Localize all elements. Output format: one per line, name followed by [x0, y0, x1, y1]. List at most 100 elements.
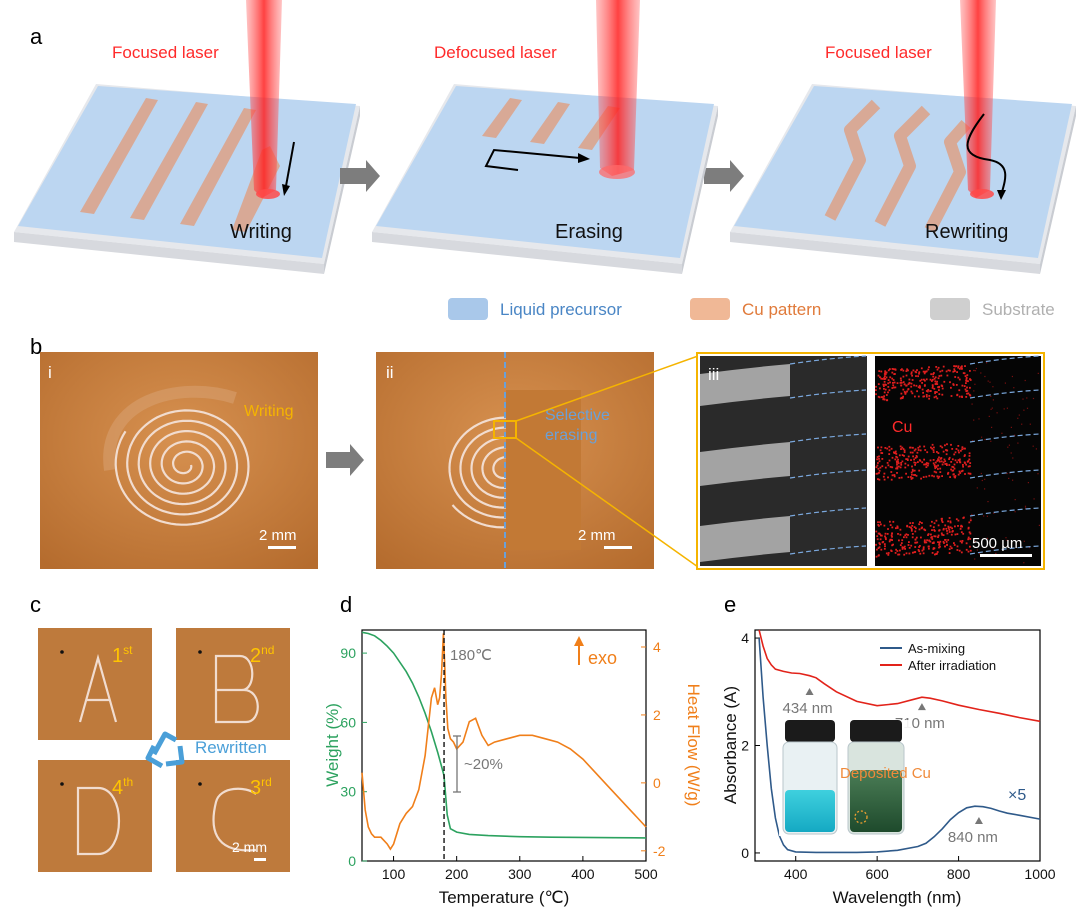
eds-noise — [1019, 415, 1020, 416]
eds-dot — [875, 386, 877, 388]
peak-marker — [806, 688, 814, 695]
y-tick-label: 60 — [340, 714, 356, 730]
eds-dot — [899, 454, 901, 456]
eds-dot — [921, 522, 923, 524]
eds-dot — [935, 376, 937, 378]
exo-label: exo — [588, 648, 617, 668]
scale-label: 2 mm — [259, 527, 297, 544]
eds-dot — [878, 525, 880, 527]
eds-noise — [971, 514, 972, 515]
eds-noise — [978, 418, 979, 419]
eds-dot — [951, 448, 953, 450]
eds-dot — [961, 448, 963, 450]
eds-noise — [986, 362, 987, 363]
legend-label: Cu pattern — [742, 300, 821, 319]
eds-dot — [875, 393, 877, 395]
eds-dot — [923, 476, 925, 478]
eds-dot — [941, 385, 943, 387]
eds-dot — [904, 467, 906, 469]
eds-noise — [1033, 398, 1034, 399]
eds-dot — [946, 371, 948, 373]
eds-dot — [918, 373, 920, 375]
eds-dot — [936, 383, 938, 385]
eds-dot — [923, 459, 925, 461]
eds-dot — [954, 370, 956, 372]
eds-dot — [954, 477, 956, 479]
eds-noise — [1012, 376, 1013, 377]
eds-dot — [965, 382, 967, 384]
eds-dot — [937, 468, 939, 470]
eds-dot — [886, 394, 888, 396]
x-tick-label: 400 — [571, 866, 595, 882]
eds-dot — [943, 461, 945, 463]
eds-dot — [937, 465, 939, 467]
marker-dot — [60, 782, 64, 786]
eds-noise — [1009, 445, 1010, 446]
eds-dot — [958, 389, 960, 391]
eds-dot — [883, 388, 885, 390]
eds-dot — [898, 540, 900, 542]
eds-noise — [1022, 399, 1023, 400]
eds-dot — [912, 522, 914, 524]
eds-dot — [935, 366, 937, 368]
eds-dot — [954, 544, 956, 546]
eds-dot — [958, 450, 960, 452]
eds-dot — [930, 447, 932, 449]
eds-dot — [957, 533, 959, 535]
arrow-icon — [704, 160, 744, 192]
eds-dot — [932, 376, 934, 378]
eds-dot — [887, 382, 889, 384]
eds-dot — [906, 370, 908, 372]
sub-label: i — [48, 363, 52, 382]
panel-label-d: d — [340, 592, 352, 617]
eds-dot — [962, 464, 964, 466]
eds-dot — [911, 530, 913, 532]
eds-dot — [938, 535, 940, 537]
eds-dot — [959, 379, 961, 381]
eds-noise — [977, 487, 978, 488]
eds-dot — [891, 448, 893, 450]
eds-dot — [885, 467, 887, 469]
eds-dot — [963, 517, 965, 519]
eds-dot — [950, 461, 952, 463]
eds-dot — [922, 392, 924, 394]
eds-dot — [891, 527, 893, 529]
eds-dot — [960, 528, 962, 530]
eds-dot — [879, 470, 881, 472]
eds-dot — [900, 534, 902, 536]
eds-dot — [923, 379, 925, 381]
eds-dot — [959, 396, 961, 398]
step-action: Rewriting — [925, 221, 1008, 243]
panel-a-step-2: Defocused laser Erasing — [372, 0, 718, 274]
sub-label: ii — [386, 363, 394, 382]
eds-dot — [952, 470, 954, 472]
eds-noise — [973, 420, 974, 421]
eds-dot — [967, 538, 969, 540]
eds-dot — [887, 528, 889, 530]
eds-dot — [941, 475, 943, 477]
eds-dot — [905, 463, 907, 465]
eds-dot — [878, 383, 880, 385]
eds-dot — [898, 462, 900, 464]
eds-dot — [928, 546, 930, 548]
eds-noise — [1037, 473, 1038, 474]
eds-dot — [897, 554, 899, 556]
legend-label: Liquid precursor — [500, 300, 622, 319]
eds-dot — [930, 460, 932, 462]
eds-dot — [914, 546, 916, 548]
eds-dot — [916, 369, 918, 371]
eds-dot — [953, 542, 955, 544]
eds-dot — [936, 451, 938, 453]
eds-dot — [900, 382, 902, 384]
eds-dot — [905, 473, 907, 475]
eds-dot — [885, 373, 887, 375]
eds-dot — [928, 533, 930, 535]
eds-dot — [920, 478, 922, 480]
eds-dot — [876, 466, 878, 468]
eds-dot — [969, 538, 971, 540]
eds-dot — [891, 533, 893, 535]
eds-dot — [969, 395, 971, 397]
eds-dot — [911, 375, 913, 377]
eds-dot — [936, 391, 938, 393]
